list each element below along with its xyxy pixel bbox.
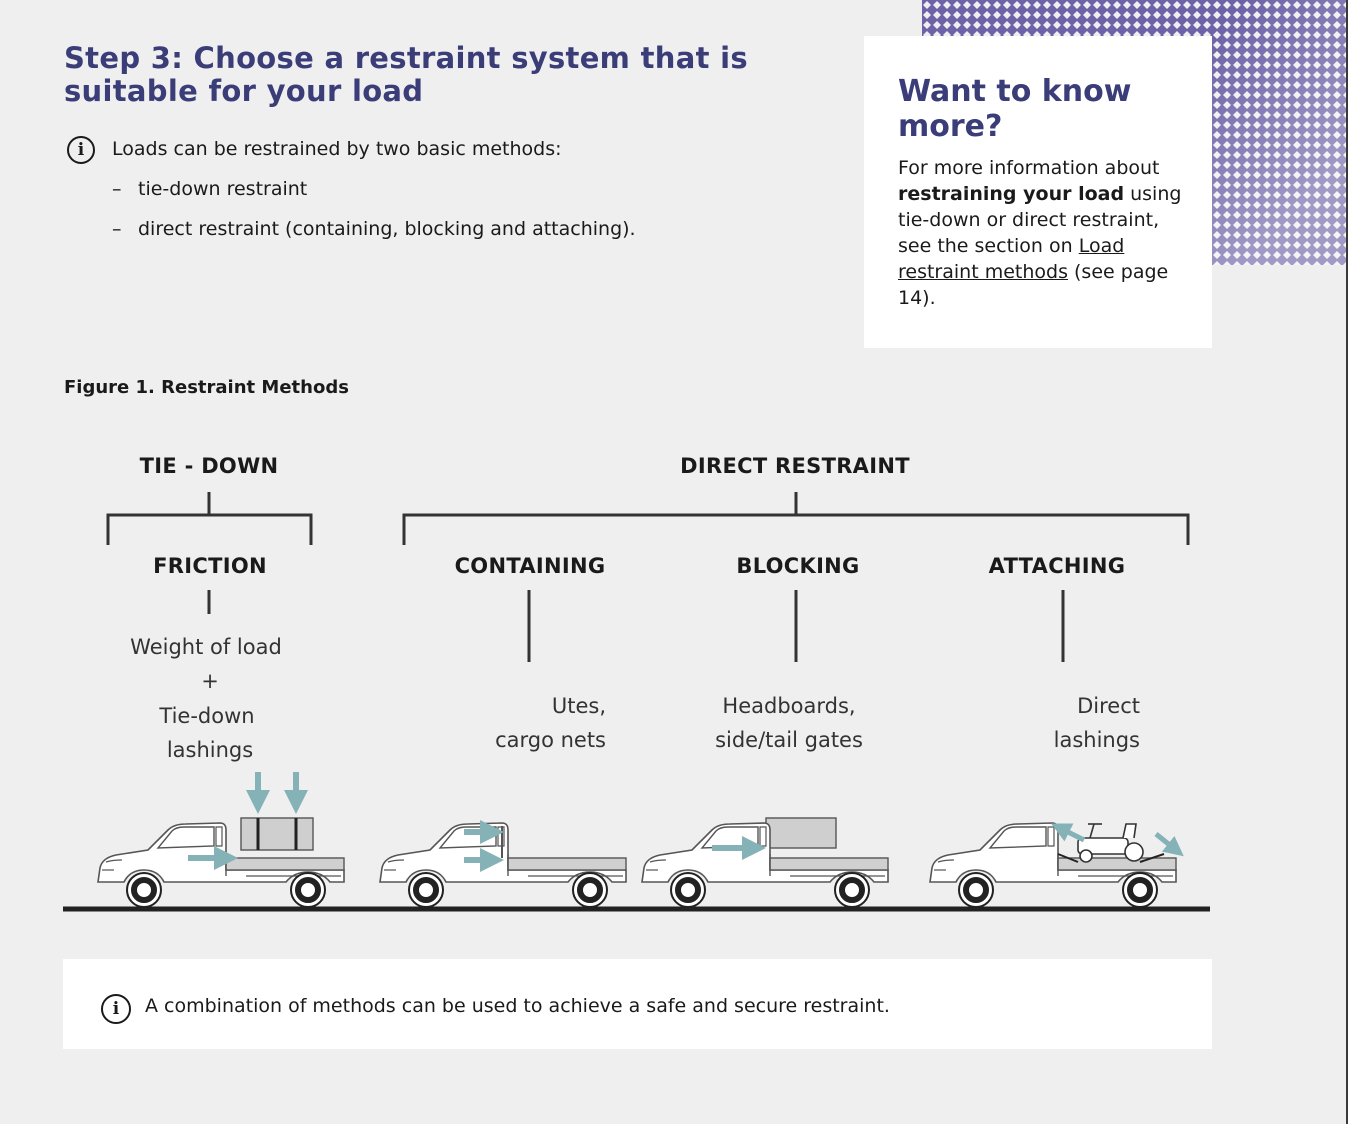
attaching-desc-2: lashings xyxy=(1053,728,1140,752)
containing-desc-1: Utes, xyxy=(551,694,606,718)
blocking-desc-1: Headboards, xyxy=(722,694,856,718)
want-to-know-more-box: Want to know more? For more information … xyxy=(864,36,1212,348)
bullet-dash: – xyxy=(112,218,122,240)
page-title: Step 3: Choose a restraint system that i… xyxy=(64,41,748,108)
friction-desc-1: Weight of load xyxy=(130,635,282,659)
friction-desc-4: lashings xyxy=(166,738,254,762)
containing-desc-2: cargo nets xyxy=(495,728,606,752)
blocking-desc-2: side/tail gates xyxy=(715,728,863,752)
bullet-dash: – xyxy=(112,178,122,200)
method-attaching: ATTACHING xyxy=(988,554,1126,578)
bullet-tie-down: tie-down restraint xyxy=(138,178,308,200)
friction-desc-2: + xyxy=(201,669,219,693)
sidebar-text-3: (see page 14). xyxy=(898,261,1169,309)
intro-text: Loads can be restrained by two basic met… xyxy=(112,138,562,160)
group-direct-restraint: DIRECT RESTRAINT xyxy=(680,454,910,478)
note-text: A combination of methods can be used to … xyxy=(145,995,890,1017)
method-containing: CONTAINING xyxy=(454,554,606,578)
bullet-direct: direct restraint (containing, blocking a… xyxy=(138,218,636,240)
attaching-desc-1: Direct xyxy=(1077,694,1140,718)
restraint-methods-diagram xyxy=(63,492,1210,912)
method-friction: FRICTION xyxy=(153,554,267,578)
sidebar-title: Want to know more? xyxy=(898,74,1132,144)
method-blocking: BLOCKING xyxy=(736,554,860,578)
group-tie-down: TIE - DOWN xyxy=(139,454,279,478)
info-icon: i xyxy=(67,136,95,164)
friction-desc-3: Tie-down xyxy=(159,704,255,728)
sidebar-bold: restraining your load xyxy=(898,183,1125,205)
figure-caption: Figure 1. Restraint Methods xyxy=(64,377,349,398)
note-box: i A combination of methods can be used t… xyxy=(63,959,1212,1049)
load-restraint-methods-link[interactable]: Load restraint methods xyxy=(898,235,1125,283)
sidebar-text: For more information about restraining y… xyxy=(898,155,1188,311)
sidebar-text-1: For more information about xyxy=(898,157,1160,179)
sidebar-text-2: using tie-down or direct restraint, see … xyxy=(898,183,1182,257)
info-icon: i xyxy=(101,994,131,1024)
page-edge xyxy=(1346,0,1348,1124)
